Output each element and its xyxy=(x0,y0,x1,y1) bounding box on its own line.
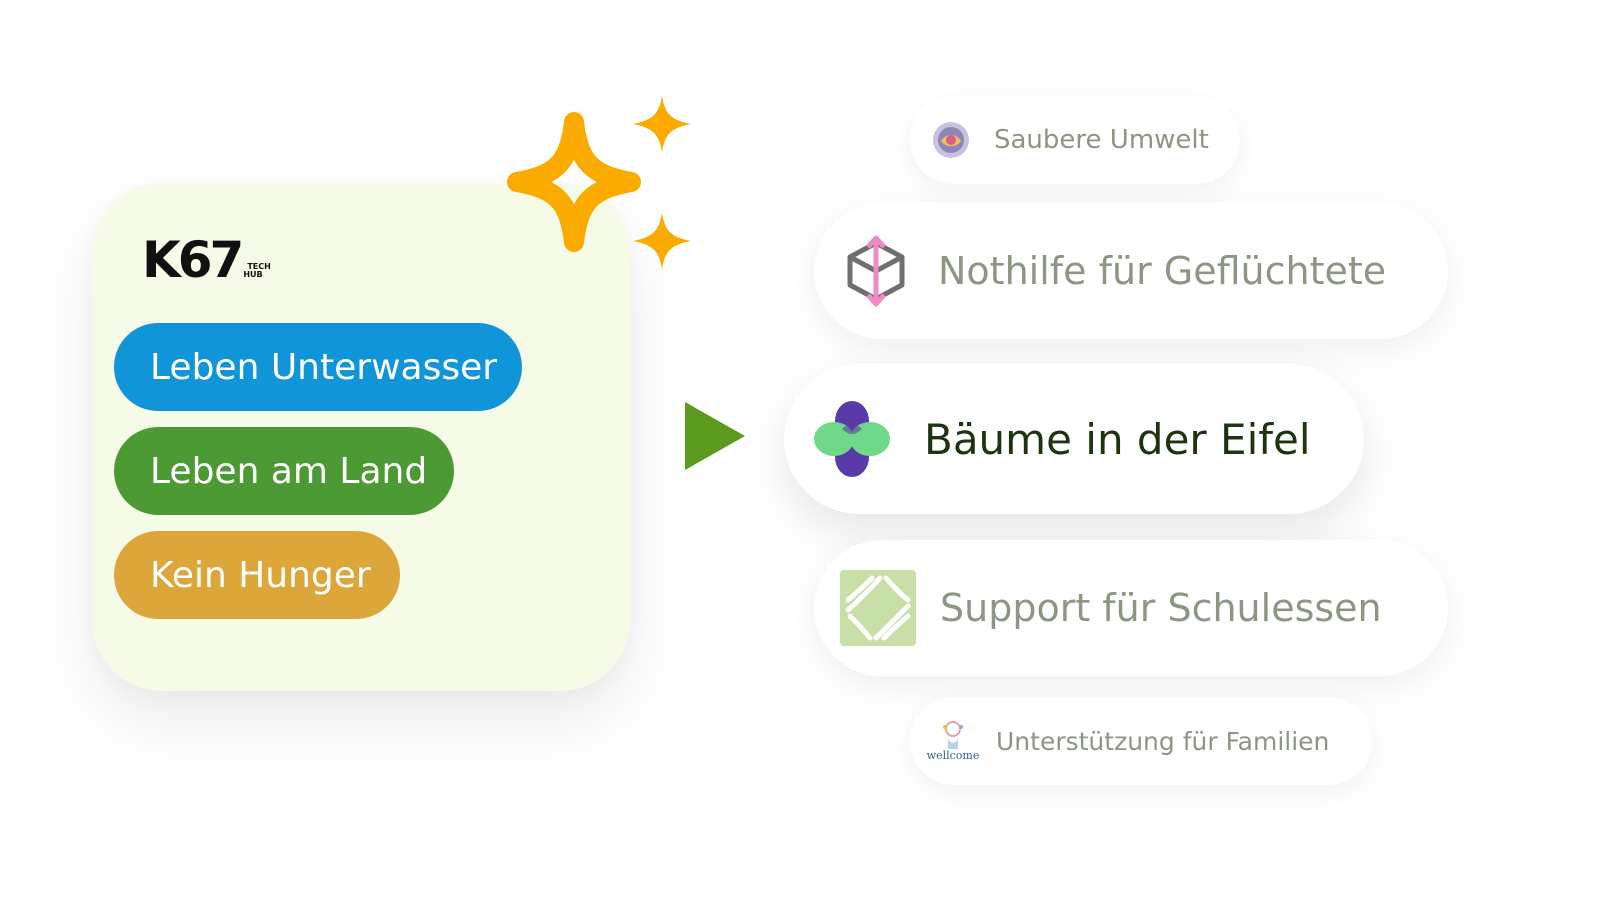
logo-sub-text: TECH HUB xyxy=(243,263,271,279)
sparkle-small-bottom-icon xyxy=(633,213,691,269)
project-chip-saubere-umwelt[interactable]: Saubere Umwelt xyxy=(910,96,1240,184)
petal-logo-icon xyxy=(814,401,890,477)
project-chip-familien[interactable]: wellcome Unterstützung für Familien xyxy=(910,697,1372,785)
wellcome-logo-icon: wellcome xyxy=(927,721,980,762)
category-pill-leben-am-land[interactable]: Leben am Land xyxy=(114,427,454,515)
category-pill-kein-hunger[interactable]: Kein Hunger xyxy=(114,531,400,619)
sparkles-icon xyxy=(507,96,691,269)
k67-logo: K67 TECH HUB xyxy=(142,235,271,285)
play-arrow-icon xyxy=(685,402,745,470)
project-label-highlighted: Bäume in der Eifel xyxy=(924,414,1311,464)
project-chip-baeume-eifel[interactable]: Bäume in der Eifel xyxy=(784,364,1364,514)
wellcome-logo-text: wellcome xyxy=(927,749,980,762)
woven-tile-icon xyxy=(840,570,916,646)
category-card: K67 TECH HUB Leben Unterwasser Leben am … xyxy=(92,183,630,691)
project-label: Support für Schulessen xyxy=(940,586,1382,630)
sparkle-large-icon xyxy=(507,112,641,252)
box-arrows-icon xyxy=(847,235,905,307)
sparkle-small-top-icon xyxy=(633,96,691,152)
project-chip-schulessen[interactable]: Support für Schulessen xyxy=(814,540,1448,676)
project-label: Saubere Umwelt xyxy=(994,125,1209,155)
category-pill-leben-unterwasser[interactable]: Leben Unterwasser xyxy=(114,323,522,411)
logo-main-text: K67 xyxy=(142,231,244,289)
logo-sub-bottom: HUB xyxy=(243,270,263,279)
project-label: Nothilfe für Geflüchtete xyxy=(938,249,1387,293)
project-chip-nothilfe[interactable]: Nothilfe für Geflüchtete xyxy=(814,203,1448,339)
globe-badge-icon xyxy=(933,122,969,158)
project-label: Unterstützung für Familien xyxy=(996,726,1330,756)
logo-sub-top: TECH xyxy=(247,262,271,271)
